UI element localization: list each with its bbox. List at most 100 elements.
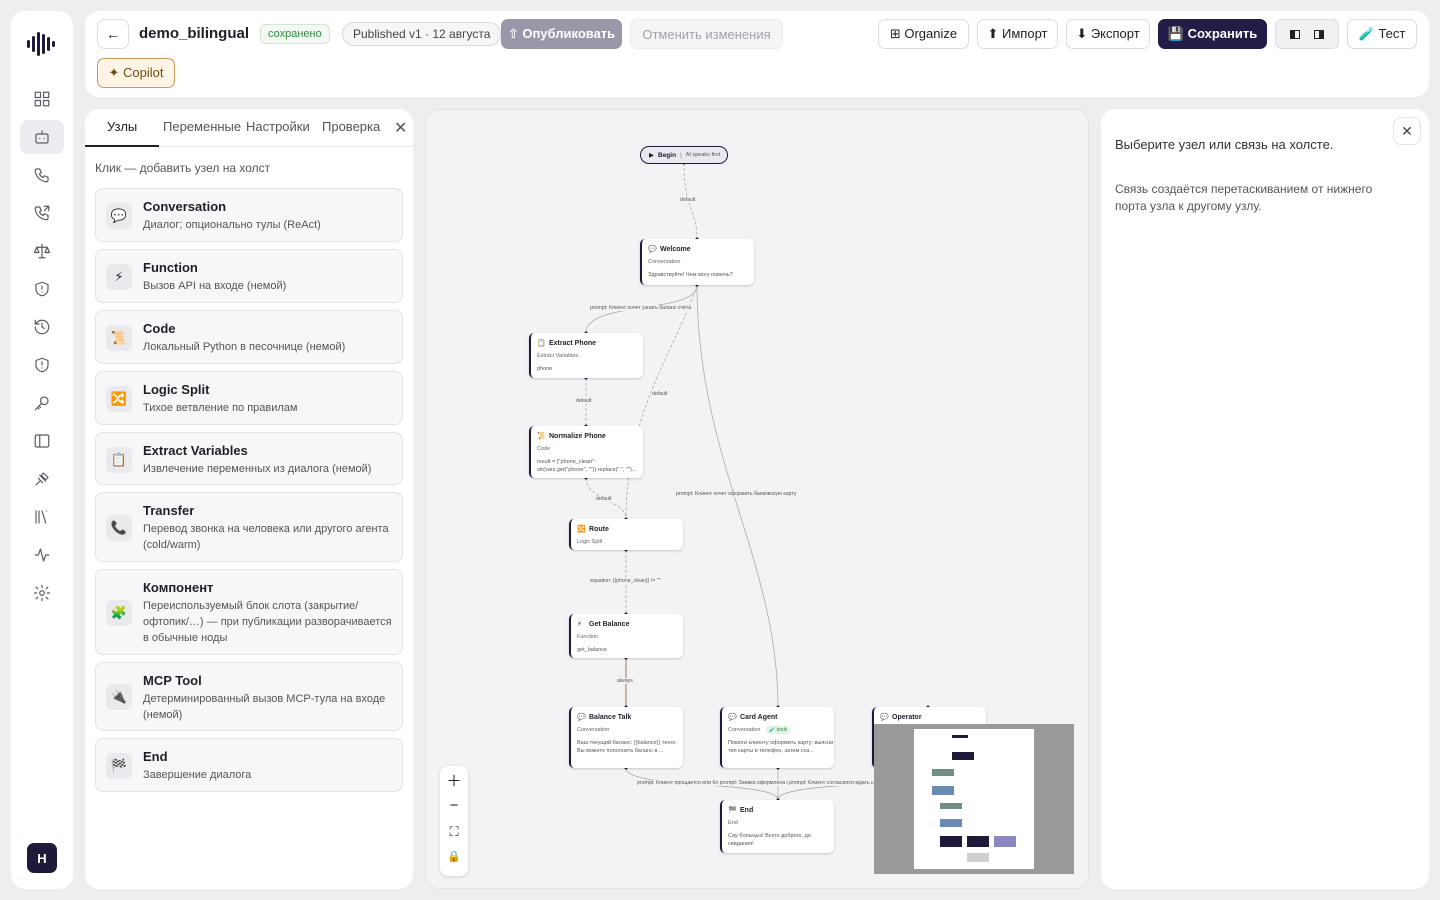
palette-item-desc: Диалог; опционально тулы (ReAct) [143, 219, 321, 231]
palette-item-conversation[interactable]: 💬 Conversation Диалог; опционально тулы … [95, 188, 403, 242]
flow-node-normalize-phone[interactable]: 📜 Normalize Phone Code result = {"phone_… [529, 426, 643, 478]
node-type: Extract Variables [537, 353, 579, 359]
flow-node-extract-phone[interactable]: 📋 Extract Phone Extract Variables phone [529, 333, 643, 378]
node-title: Operator [892, 714, 922, 721]
palette-item-logic-split[interactable]: 🔀 Logic Split Тихое ветвление по правила… [95, 371, 403, 425]
lock-icon[interactable]: 🔒 [447, 851, 461, 863]
test-button[interactable]: 🧪 Тест [1347, 19, 1417, 49]
nav-security[interactable] [20, 272, 64, 306]
puzzle-icon: 🧩 [106, 600, 132, 626]
grid-icon [34, 91, 50, 107]
tab-variables[interactable]: Переменные [163, 119, 242, 134]
edge-begin-welcome [683, 162, 698, 240]
node-type: Conversation [648, 259, 681, 265]
edge-label[interactable]: default [652, 391, 668, 397]
minimap-node [940, 836, 962, 847]
nav-dashboard[interactable] [20, 82, 64, 116]
palette-item-title: Extract Variables [143, 443, 248, 458]
nav-compliance[interactable] [20, 234, 64, 268]
close-inspector-button[interactable]: ✕ [1393, 117, 1421, 145]
nav-history[interactable] [20, 310, 64, 344]
scroll-icon: 📜 [106, 325, 132, 351]
tab-nodes[interactable]: Узлы [107, 119, 138, 134]
node-type: Function [577, 634, 599, 640]
key-icon [34, 396, 49, 411]
undo-changes-button[interactable]: Отменить изменения [630, 19, 783, 49]
minimap-node [967, 836, 989, 847]
edge-label[interactable]: default [596, 496, 612, 502]
publish-button[interactable]: ⇧ Опубликовать [501, 19, 622, 49]
close-panel-icon[interactable]: ✕ [394, 120, 408, 137]
nav-settings[interactable] [20, 576, 64, 610]
minimap-node [932, 769, 954, 776]
flow-canvas[interactable]: ▶ Begin | AI speaks first default prompt… [425, 109, 1089, 889]
palette-item-mcp-tool[interactable]: 🔌 MCP Tool Детерминированный вызов MCP-т… [95, 662, 403, 731]
palette-item-function[interactable]: ⚡ Function Вызов API на входе (немой) [95, 249, 403, 303]
nav-calls[interactable] [20, 158, 64, 192]
layout-toggle-group [1275, 19, 1339, 49]
nav-tools[interactable] [20, 462, 64, 496]
nav-activity[interactable] [20, 538, 64, 572]
flow-node-end[interactable]: 🏁 End End Сау болыңыз! Всего доброго, до… [720, 800, 834, 853]
phone-icon: 📞 [106, 515, 132, 541]
tab-settings[interactable]: Настройки [246, 119, 310, 134]
flow-node-card-agent[interactable]: 💬 Card Agent Conversation 🧪 tools Помоги… [720, 707, 834, 768]
tab-validation[interactable]: Проверка [322, 119, 381, 134]
zoom-in-icon[interactable]: ＋ [446, 773, 462, 790]
begin-label: Begin [658, 151, 677, 159]
copilot-button[interactable]: ✦ Copilot [97, 58, 175, 88]
node-body: get_balance [577, 647, 607, 653]
palette-item-title: Function [143, 260, 198, 275]
node-title: End [740, 807, 754, 814]
edge-label[interactable]: equation: {{phone_clean}} != "" [590, 578, 661, 584]
flag-icon: 🏁 [728, 807, 737, 814]
history-icon [34, 319, 50, 335]
edge-label[interactable]: prompt: Клиент прощается или бл prompt: … [637, 780, 873, 786]
nav-keys[interactable] [20, 386, 64, 420]
nav-outbound[interactable] [20, 196, 64, 230]
zoom-out-icon[interactable]: − [449, 797, 459, 814]
edge-label[interactable]: default [576, 398, 592, 404]
left-rail: H [11, 11, 73, 889]
minimap[interactable] [874, 724, 1074, 874]
avatar[interactable]: H [27, 843, 57, 873]
fit-view-icon[interactable]: ⛶ [449, 824, 459, 839]
edge-label[interactable]: prompt: Клиент хочет оформить банковскую… [676, 491, 797, 497]
bolt-icon: ⚡ [106, 264, 132, 290]
left-panel-toggle-icon[interactable] [1290, 29, 1300, 39]
nav-shield[interactable] [20, 348, 64, 382]
nav-library[interactable] [20, 500, 64, 534]
palette-item-title: End [143, 749, 168, 764]
organize-button[interactable]: ⊞ Organize [878, 19, 969, 49]
flow-node-get-balance[interactable]: ⚡ Get Balance Function get_balance [569, 614, 683, 658]
node-body: Сау болыңыз! Всего доброго, до свидания! [728, 833, 811, 847]
page-title: demo_bilingual [139, 25, 250, 42]
minimap-node [994, 836, 1016, 847]
import-button[interactable]: ⬆ Импорт [977, 19, 1058, 49]
export-button[interactable]: ⬇ Экспорт [1066, 19, 1150, 49]
edge-label[interactable]: always [617, 678, 633, 684]
palette-item-code[interactable]: 📜 Code Локальный Python в песочнице (нем… [95, 310, 403, 364]
edge-label[interactable]: default [680, 197, 696, 203]
node-palette-panel: Узлы Переменные Настройки Проверка ✕ Кли… [85, 109, 413, 889]
save-button[interactable]: 💾 Сохранить [1158, 19, 1267, 49]
palette-item-desc: Детерминированный вызов MCP-тула на вход… [143, 693, 386, 721]
nav-layout[interactable] [20, 424, 64, 458]
flow-node-route[interactable]: 🔀 Route Logic Split [569, 519, 683, 550]
flow-node-balance-talk[interactable]: 💬 Balance Talk Conversation Ваш текущий … [569, 707, 683, 768]
panel-icon [34, 434, 50, 448]
palette-item-end[interactable]: 🏁 End Завершение диалога [95, 738, 403, 792]
palette-item-component[interactable]: 🧩 Компонент Переиспользуемый блок слота … [95, 569, 403, 655]
edge-label[interactable]: prompt: Клиент хочет узнать баланс счёта [590, 305, 692, 311]
palette-item-desc: Завершение диалога [143, 769, 252, 781]
nav-agents[interactable] [20, 120, 64, 154]
palette-item-extract-variables[interactable]: 📋 Extract Variables Извлечение переменны… [95, 432, 403, 485]
begin-node[interactable]: ▶ Begin | AI speaks first [640, 146, 728, 164]
palette-item-transfer[interactable]: 📞 Transfer Перевод звонка на человека ил… [95, 492, 403, 562]
right-panel-toggle-icon[interactable] [1314, 29, 1324, 39]
back-button[interactable]: ← [97, 19, 129, 49]
flow-node-welcome[interactable]: 💬 Welcome Conversation Здравствуйте! Чем… [640, 239, 754, 285]
plug-icon: 🔌 [106, 684, 132, 710]
phone-icon [34, 168, 49, 183]
node-body: Ваш текущий баланс: {{balance}} тенге. В… [577, 740, 677, 754]
